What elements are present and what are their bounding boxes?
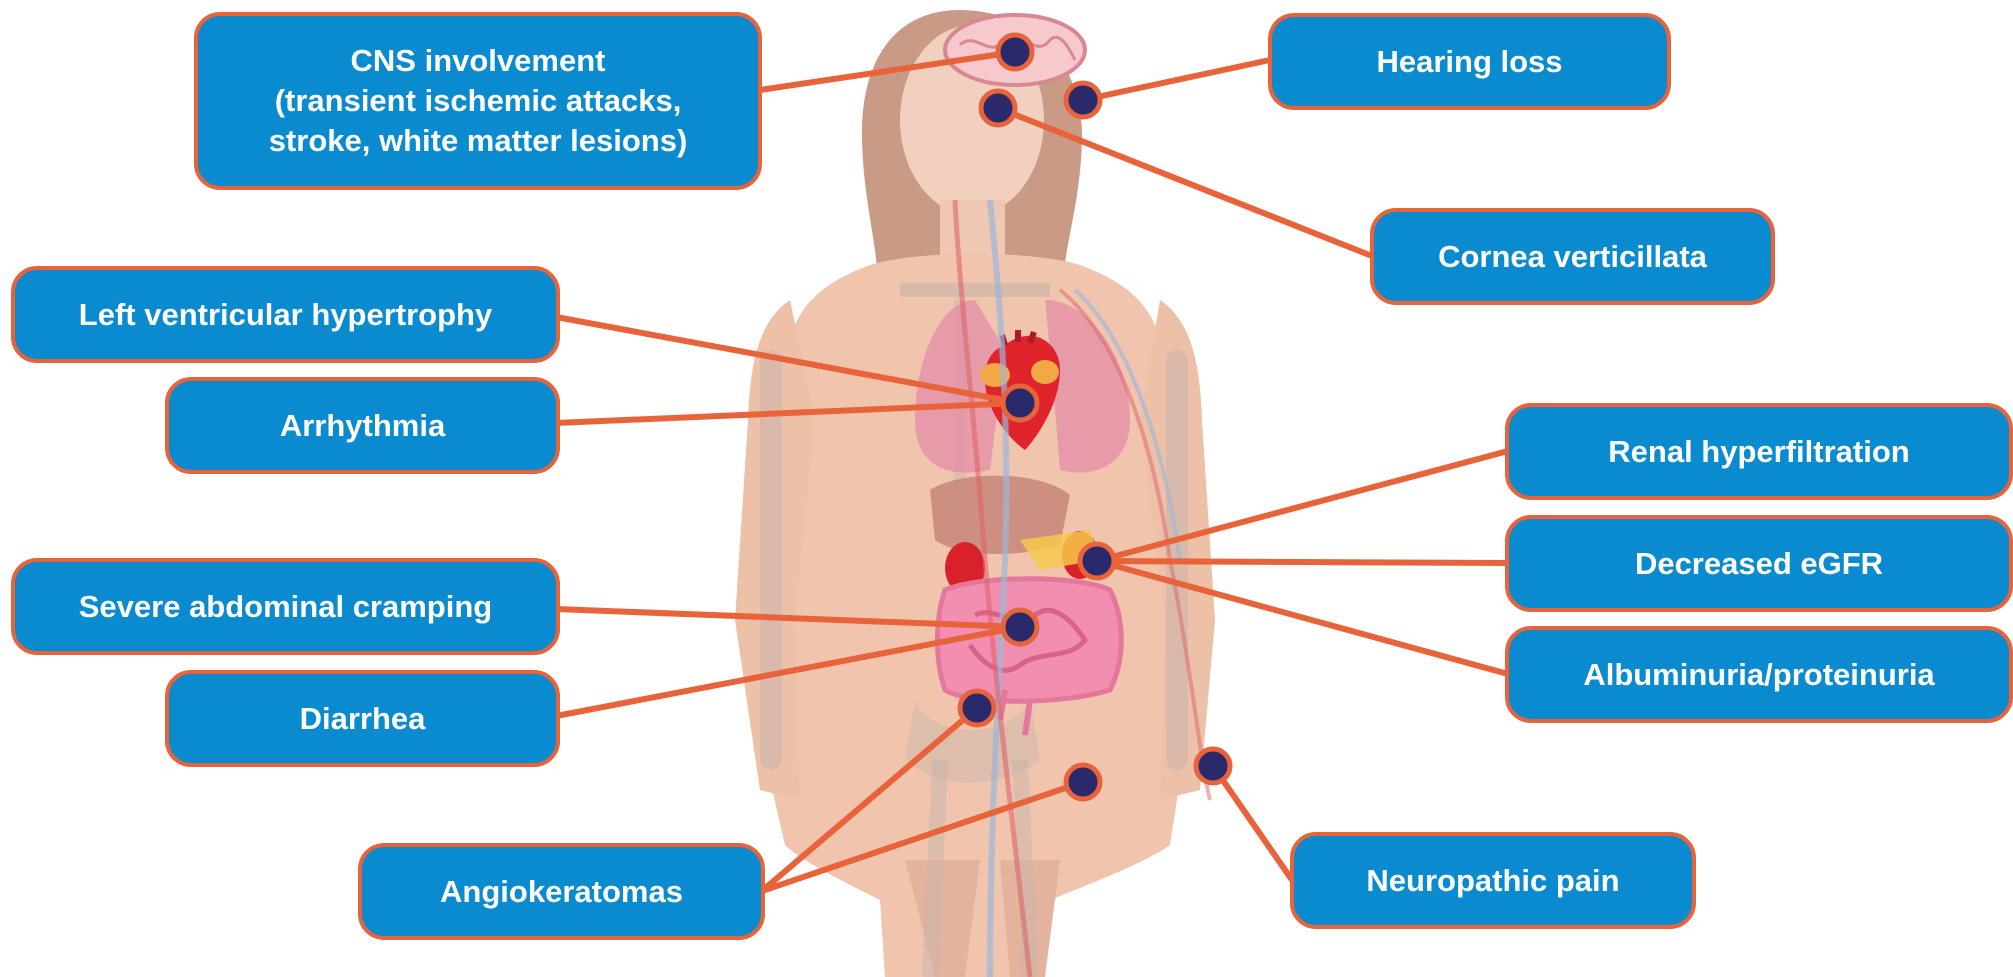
marker-thigh (1066, 765, 1100, 799)
decreased-egfr-label: Decreased eGFR (1505, 515, 2013, 612)
marker-hand (1196, 749, 1230, 783)
cns-involvement-label: CNS involvement (transient ischemic atta… (194, 12, 762, 190)
left-ventricular-hypertrophy-label: Left ventricular hypertrophy (11, 266, 560, 363)
cns-label-line2: (transient ischemic attacks, (275, 81, 682, 121)
angiokeratomas-label: Angiokeratomas (358, 843, 765, 940)
albuminuria-proteinuria-label: Albuminuria/proteinuria (1505, 626, 2013, 723)
cns-label-line3: stroke, white matter lesions) (269, 121, 688, 161)
arrhythmia-label: Arrhythmia (165, 377, 560, 474)
connector-neuropathic (1213, 766, 1292, 880)
cornea-verticillata-label: Cornea verticillata (1370, 208, 1775, 305)
renal-hyperfiltration-label: Renal hyperfiltration (1505, 403, 2013, 500)
neuropathic-pain-label: Neuropathic pain (1290, 832, 1696, 929)
marker-eye (981, 91, 1015, 125)
marker-intestine (1003, 610, 1037, 644)
connector-hearing (1083, 60, 1270, 100)
severe-abdominal-cramping-label: Severe abdominal cramping (11, 558, 560, 655)
hearing-loss-label: Hearing loss (1268, 13, 1671, 110)
diarrhea-label: Diarrhea (165, 670, 560, 767)
connector-egfr (1097, 561, 1508, 563)
marker-heart (1003, 386, 1037, 420)
marker-brain (998, 35, 1032, 69)
cns-label-line1: CNS involvement (351, 41, 606, 81)
marker-ear (1066, 83, 1100, 117)
marker-kidney (1080, 544, 1114, 578)
marker-groin (960, 691, 994, 725)
